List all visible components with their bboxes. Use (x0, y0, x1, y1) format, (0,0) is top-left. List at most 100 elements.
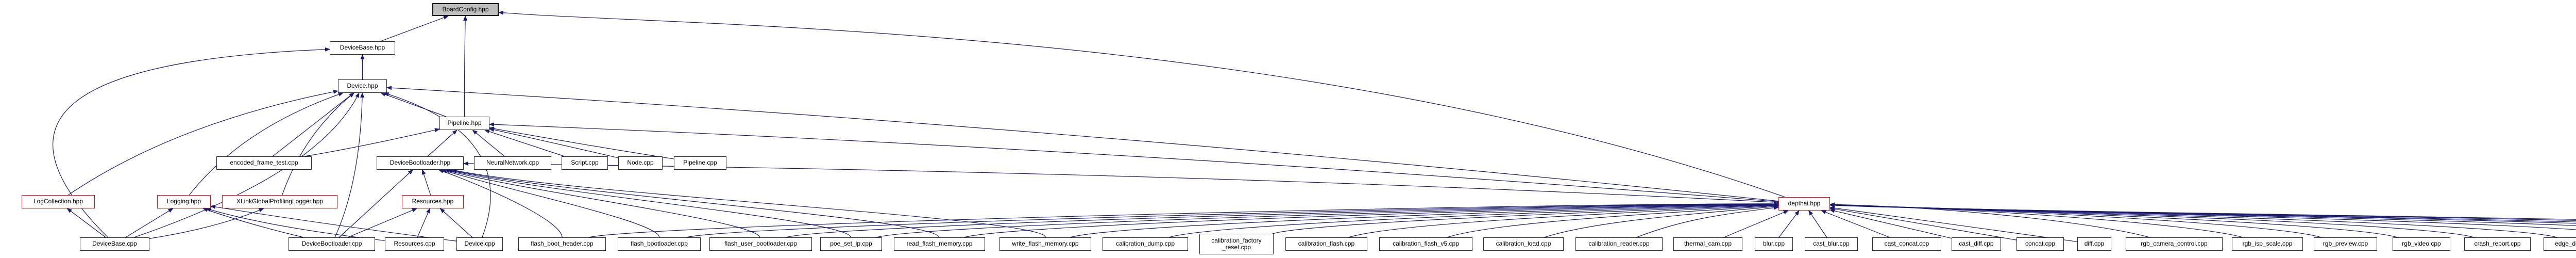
graph-node-cast_blur_cpp[interactable]: cast_blur.cpp (1805, 237, 1858, 251)
graph-node-resources_cpp[interactable]: Resources.cpp (385, 237, 444, 251)
graph-node-poe_set_ip_cpp[interactable]: poe_set_ip.cpp (820, 237, 882, 251)
graph-node-calibration_dump_cpp[interactable]: calibration_dump.cpp (1103, 237, 1188, 251)
graph-node-label: Pipeline.hpp (447, 119, 482, 127)
include-edge-devicebase_cpp-to-devicebase_hpp (53, 47, 330, 238)
include-edge-pipeline_hpp-to-boardconfig_hpp (463, 15, 468, 117)
graph-node-devicebase_cpp[interactable]: DeviceBase.cpp (80, 237, 149, 251)
include-edge-devicebootloader_hpp-to-pipeline_hpp (427, 130, 457, 157)
graph-node-depthai_hpp[interactable]: depthai.hpp (1778, 197, 1830, 211)
graph-node-label: DeviceBase.hpp (340, 44, 385, 52)
graph-node-label: crash_report.cpp (2474, 240, 2521, 248)
graph-node-label: calibration_dump.cpp (1115, 240, 1175, 248)
graph-node-blur_cpp[interactable]: blur.cpp (1755, 237, 1793, 251)
graph-node-script_cpp[interactable]: Script.cpp (562, 156, 608, 170)
graph-node-device_cpp[interactable]: Device.cpp (456, 237, 503, 251)
include-edge-logging_hpp-to-device_hpp (189, 92, 344, 196)
graph-node-edge_detector_cpp[interactable]: edge_detector.cpp (2544, 237, 2576, 251)
include-edge-resources_cpp-to-logging_hpp (206, 207, 385, 241)
include-edge-calibration_flash_v5_cpp-to-depthai_hpp (1447, 204, 1779, 238)
graph-node-xlinkglobalprofilinglogger_hpp[interactable]: XLinkGlobalProfilingLogger.hpp (222, 195, 337, 208)
graph-node-label: Script.cpp (571, 159, 599, 167)
graph-node-flash_user_bootloader_cpp[interactable]: flash_user_bootloader.cpp (709, 237, 812, 251)
graph-node-calibration_flash_cpp[interactable]: calibration_flash.cpp (1285, 237, 1367, 251)
graph-node-label: flash_user_bootloader.cpp (724, 240, 797, 248)
include-edge-rgb_video_cpp-to-depthai_hpp (1829, 202, 2398, 238)
graph-node-logging_hpp[interactable]: Logging.hpp (157, 195, 211, 208)
graph-node-logcollection_hpp[interactable]: LogCollection.hpp (22, 195, 95, 208)
graph-node-label: Resources.cpp (394, 240, 435, 248)
graph-node-diff_cpp[interactable]: diff.cpp (2077, 237, 2111, 251)
graph-node-rgb_preview_cpp[interactable]: rgb_preview.cpp (2314, 237, 2377, 251)
include-edge-rgb_isp_scale_cpp-to-depthai_hpp (1829, 202, 2243, 238)
graph-node-calibration_flash_v5_cpp[interactable]: calibration_flash_v5.cpp (1379, 237, 1472, 251)
graph-node-boardconfig_hpp[interactable]: BoardConfig.hpp (432, 3, 499, 16)
graph-node-calibration_factory_reset_cpp[interactable]: calibration_factory _reset.cpp (1199, 234, 1274, 254)
include-edge-poe_set_ip_cpp-to-devicebootloader_hpp (447, 169, 852, 238)
graph-node-label: Pipeline.cpp (683, 159, 717, 167)
graph-node-label: rgb_video.cpp (2402, 240, 2441, 248)
graph-node-device_hpp[interactable]: Device.hpp (338, 79, 387, 93)
graph-node-label: calibration_reader.cpp (1588, 240, 1650, 248)
include-edge-write_flash_memory_cpp-to-depthai_hpp (1070, 202, 1779, 238)
graph-node-label: depthai.hpp (1788, 200, 1821, 207)
include-edge-diff_cpp-to-depthai_hpp (1829, 206, 2078, 243)
include-edge-calibration_reader_cpp-to-depthai_hpp (1636, 205, 1779, 238)
include-edge-poe_set_ip_cpp-to-depthai_hpp (876, 202, 1779, 238)
include-edge-resources_cpp-to-resources_hpp (417, 208, 430, 238)
graph-node-label: cast_concat.cpp (1884, 240, 1929, 248)
graph-node-label: BoardConfig.hpp (442, 5, 489, 13)
graph-node-pipeline_hpp[interactable]: Pipeline.hpp (439, 117, 489, 130)
graph-node-concat_cpp[interactable]: concat.cpp (2016, 237, 2064, 251)
include-edge-flash_bootloader_cpp-to-depthai_hpp (686, 202, 1779, 238)
include-edge-device_cpp-to-device_hpp (383, 92, 491, 238)
graph-node-encoded_frame_test_cpp[interactable]: encoded_frame_test.cpp (216, 156, 312, 170)
include-edge-calibration_dump_cpp-to-depthai_hpp (1168, 202, 1779, 238)
include-edge-blur_cpp-to-depthai_hpp (1778, 210, 1800, 238)
graph-node-resources_hpp[interactable]: Resources.hpp (402, 195, 464, 208)
graph-node-crash_report_cpp[interactable]: crash_report.cpp (2464, 237, 2531, 251)
graph-node-label: edge_detector.cpp (2555, 240, 2576, 248)
include-edge-read_flash_memory_cpp-to-depthai_hpp (963, 202, 1779, 238)
include-edge-calibration_factory_reset_cpp-to-depthai_hpp (1272, 203, 1779, 234)
graph-node-pipeline_cpp[interactable]: Pipeline.cpp (674, 156, 726, 170)
graph-node-cast_diff_cpp[interactable]: cast_diff.cpp (1952, 237, 2001, 251)
graph-node-label: rgb_camera_control.cpp (2141, 240, 2208, 248)
graph-node-write_flash_memory_cpp[interactable]: write_flash_memory.cpp (999, 237, 1091, 251)
include-edge-depthai_hpp-to-device_hpp (386, 86, 1779, 202)
graph-node-cast_concat_cpp[interactable]: cast_concat.cpp (1872, 237, 1941, 251)
graph-node-devicebase_hpp[interactable]: DeviceBase.hpp (330, 41, 395, 55)
graph-node-rgb_isp_scale_cpp[interactable]: rgb_isp_scale.cpp (2232, 237, 2303, 251)
graph-node-label: Device.hpp (347, 82, 378, 90)
graph-node-flash_bootloader_cpp[interactable]: flash_bootloader.cpp (618, 237, 701, 251)
include-edge-pipeline_cpp-to-pipeline_hpp (489, 126, 674, 159)
graph-node-thermal_cam_cpp[interactable]: thermal_cam.cpp (1673, 237, 1742, 251)
graph-node-label: calibration_factory _reset.cpp (1211, 236, 1262, 251)
include-edge-flash_boot_header_cpp-to-depthai_hpp (589, 201, 1779, 238)
include-edge-devicebase_cpp-to-logging_hpp (125, 208, 174, 238)
graph-node-devicebootloader_cpp[interactable]: DeviceBootloader.cpp (289, 237, 375, 251)
include-edge-script_cpp-to-pipeline_hpp (484, 130, 565, 157)
include-edge-calibration_load_cpp-to-depthai_hpp (1544, 204, 1779, 238)
include-edge-devicebase_cpp-to-xlinkglobalprofilinglogger_hpp (149, 208, 264, 239)
graph-node-calibration_reader_cpp[interactable]: calibration_reader.cpp (1575, 237, 1663, 251)
graph-node-label: rgb_isp_scale.cpp (2242, 240, 2293, 248)
include-edge-read_flash_memory_cpp-to-devicebootloader_hpp (449, 169, 940, 238)
include-edge-pipeline_hpp-to-device_hpp (380, 92, 446, 117)
graph-node-label: diff.cpp (2084, 240, 2105, 248)
graph-node-neuralnetwork_cpp[interactable]: NeuralNetwork.cpp (474, 156, 551, 170)
include-edge-calibration_flash_cpp-to-depthai_hpp (1348, 203, 1779, 238)
graph-node-label: blur.cpp (1762, 240, 1785, 248)
graph-node-label: calibration_flash.cpp (1298, 240, 1355, 248)
graph-node-label: write_flash_memory.cpp (1012, 240, 1079, 248)
graph-node-rgb_camera_control_cpp[interactable]: rgb_camera_control.cpp (2126, 237, 2223, 251)
include-edge-write_flash_memory_cpp-to-devicebootloader_hpp (451, 168, 1046, 238)
graph-node-flash_boot_header_cpp[interactable]: flash_boot_header.cpp (518, 237, 606, 251)
graph-node-label: flash_bootloader.cpp (631, 240, 688, 248)
graph-node-rgb_video_cpp[interactable]: rgb_video.cpp (2393, 237, 2450, 251)
include-edge-concat_cpp-to-depthai_hpp (1829, 207, 2017, 240)
graph-node-read_flash_memory_cpp[interactable]: read_flash_memory.cpp (894, 237, 985, 251)
graph-node-devicebootloader_hpp[interactable]: DeviceBootloader.hpp (377, 156, 464, 170)
graph-node-node_cpp[interactable]: Node.cpp (618, 156, 663, 170)
graph-node-calibration_load_cpp[interactable]: calibration_load.cpp (1483, 237, 1564, 251)
